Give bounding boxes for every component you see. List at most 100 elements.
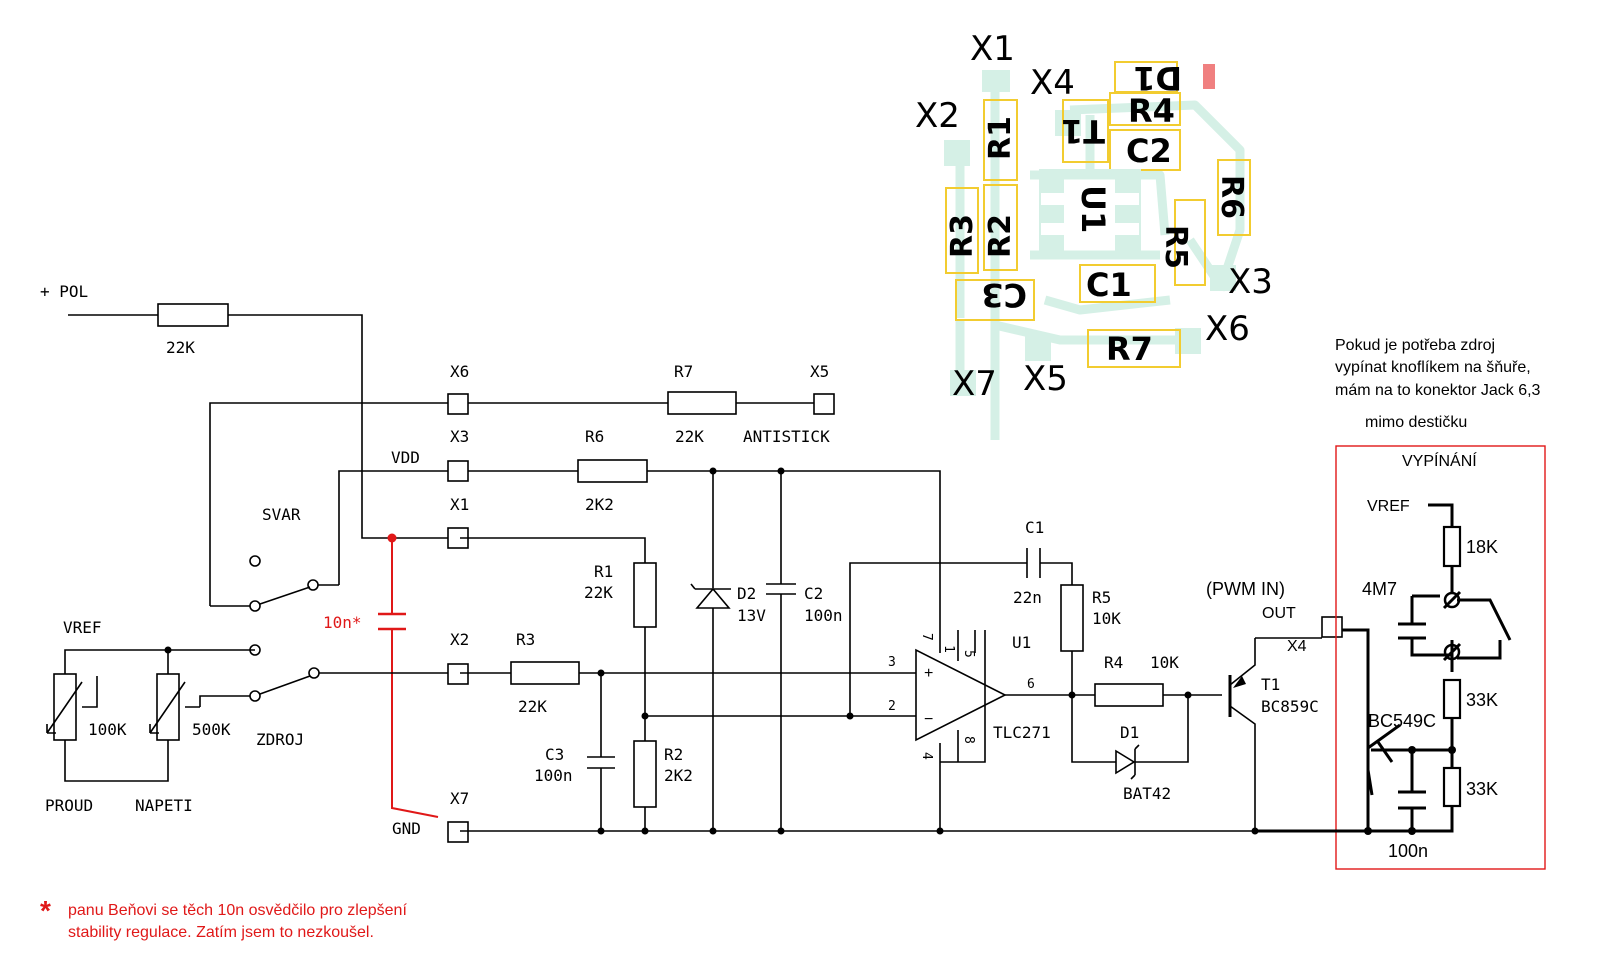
pcb-layout: X1 X2 X4 X3 X6 X7 X5 D1 R4 R1 T1 C2 U1 R… (915, 29, 1273, 440)
capacitor-10n: 10n* (323, 533, 439, 818)
pcb-label-x5: X5 (1023, 359, 1068, 399)
pcb-part-c1: C1 (1086, 266, 1132, 304)
footnote: * panu Beňovi se těch 10n osvědčilo pro … (40, 895, 407, 941)
pcb-part-r4: R4 (1128, 92, 1175, 130)
r1-label: R1 (594, 562, 613, 581)
svar-contact-open (249, 555, 261, 567)
r3-label: R3 (516, 630, 535, 649)
pin2-label: 2 (888, 699, 896, 714)
pcb-part-c3: C3 (981, 276, 1027, 314)
pcb-part-r3: R3 (945, 214, 980, 258)
t1-arrow (1233, 676, 1246, 688)
pcb-part-r7: R7 (1106, 330, 1153, 368)
zener-d2 (695, 587, 731, 609)
r5-label: R5 (1092, 588, 1111, 607)
gnd-label: GND (392, 819, 421, 838)
svar-contact-pole (307, 579, 319, 591)
c1-label: C1 (1025, 518, 1044, 537)
r4-value: 10K (1150, 653, 1179, 672)
resistor-pol (157, 303, 229, 327)
pwm-in-label: (PWM IN) (1206, 579, 1285, 599)
vref-label: VREF (63, 618, 102, 637)
off-board-note-line1: Pokud je potřeba zdroj (1335, 337, 1495, 354)
zdroj-contact-common (249, 690, 261, 702)
c-4m7-value: 4M7 (1362, 579, 1397, 599)
x2-label: X2 (450, 630, 469, 649)
d2-value: 13V (737, 606, 766, 625)
off-board-note-line2: vypínat knoflíkem na šňuře, (1335, 359, 1531, 376)
antistick-label: ANTISTICK (743, 427, 830, 446)
r-33k-bottom-value: 33K (1466, 779, 1498, 799)
pcb-label-x2: X2 (915, 96, 960, 136)
pin6-label: 6 (1027, 677, 1035, 692)
pcb-part-t1: T1 (1061, 112, 1105, 150)
t1-type: BC859C (1261, 697, 1319, 716)
resistor-r5 (1060, 584, 1084, 652)
pcb-label-x6: X6 (1205, 309, 1250, 349)
x7-label: X7 (450, 789, 469, 808)
pin3-label: 3 (888, 655, 896, 670)
napeti-label: NAPETI (135, 796, 193, 815)
r7-label: R7 (674, 362, 693, 381)
off-board-note-line3: mám na to konektor Jack 6,3 (1335, 382, 1541, 399)
off-board-title: VYPÍNÁNÍ (1402, 451, 1477, 470)
pcb-label-x7: X7 (952, 364, 997, 404)
r3-value: 22K (518, 697, 547, 716)
resistor-r3 (510, 661, 580, 685)
resistor-18k (1442, 525, 1462, 568)
r7-value: 22K (675, 427, 704, 446)
off-board-box (1335, 445, 1546, 870)
pcb-part-r5: R5 (1158, 225, 1193, 269)
c1-value: 22n (1013, 588, 1042, 607)
c-100n-value: 100n (1388, 841, 1428, 861)
footnote-line1: panu Beňovi se těch 10n osvědčilo pro zl… (68, 902, 407, 919)
footnote-line2: stability regulace. Zatím jsem to nezkou… (68, 924, 374, 941)
pin7-label: 7 (919, 633, 934, 641)
pin4-label: 4 (919, 752, 934, 760)
c3-label: C3 (545, 745, 564, 764)
pcb-part-u1: U1 (1074, 185, 1112, 233)
zdroj-contact-pole (308, 667, 320, 679)
pcb-part-d1: D1 (1133, 59, 1182, 97)
resistor-r7 (667, 391, 737, 415)
resistor-r1 (633, 562, 657, 628)
c-star-label: 10n* (323, 613, 362, 632)
off-board-note-line4: mimo destičku (1365, 414, 1467, 431)
connector-x2 (447, 663, 469, 685)
c2-label: C2 (804, 584, 823, 603)
d1-label: D1 (1120, 723, 1139, 742)
r5-value: 10K (1092, 609, 1121, 628)
c3-value: 100n (534, 766, 573, 785)
pcb-label-x4: X4 (1030, 63, 1075, 103)
off-board-vref: VREF (1367, 498, 1410, 515)
connector-x7 (447, 821, 469, 843)
connector-x4 (1321, 616, 1343, 638)
resistor-r2 (633, 740, 657, 808)
pcb-part-r2: R2 (983, 214, 1018, 258)
x6-label: X6 (450, 362, 469, 381)
r-pol-value: 22K (166, 338, 195, 357)
pcb-label-x1: X1 (970, 29, 1015, 69)
opamp-minus: − (924, 711, 933, 728)
r-33k-top-value: 33K (1466, 690, 1498, 710)
c2-value: 100n (804, 606, 843, 625)
opamp-plus: + (924, 665, 933, 682)
x5-label: X5 (810, 362, 829, 381)
x1-label: X1 (450, 495, 469, 514)
connector-x6 (447, 393, 469, 415)
pcb-part-r1: R1 (983, 116, 1018, 160)
resistor-r6 (577, 459, 648, 483)
diode-d1 (1115, 749, 1136, 775)
pot2-value: 500K (192, 720, 231, 739)
connector-x5 (813, 393, 835, 415)
svar-contact-common (249, 600, 261, 612)
x4-label: X4 (1287, 638, 1307, 655)
r2-label: R2 (664, 745, 683, 764)
r6-label: R6 (585, 427, 604, 446)
jack-contact-bottom (1443, 643, 1461, 661)
u1-label: U1 (1012, 633, 1031, 652)
t1-label: T1 (1261, 675, 1280, 694)
x3-label: X3 (450, 427, 469, 446)
pcb-part-c2: C2 (1126, 132, 1172, 170)
